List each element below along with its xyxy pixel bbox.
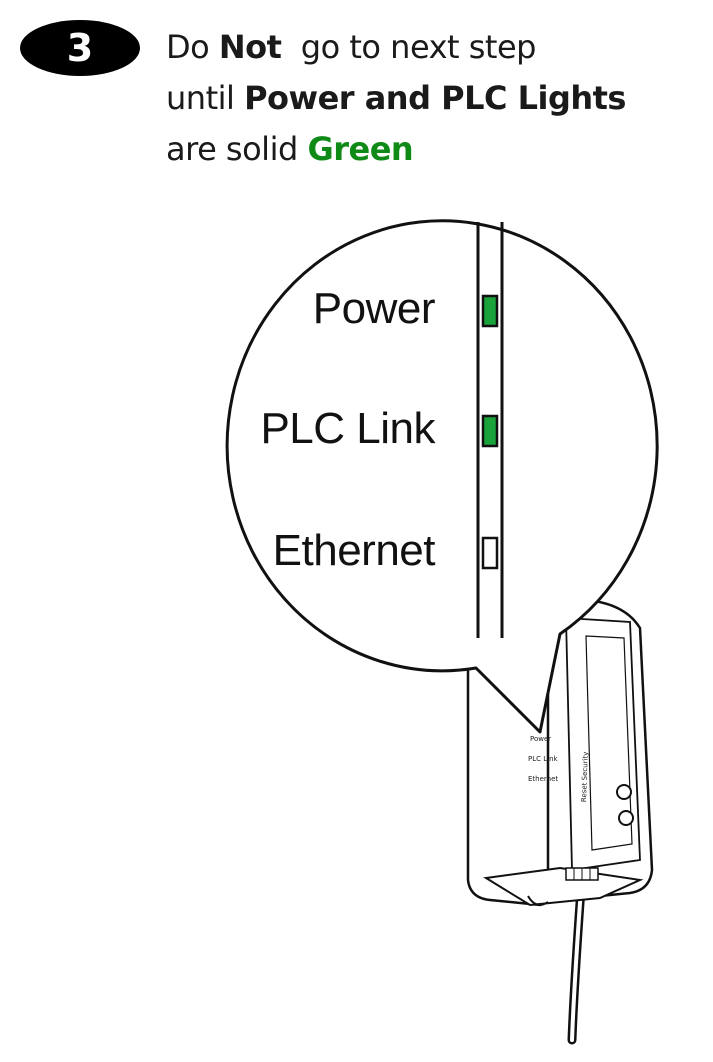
magnifier-callout xyxy=(225,219,659,734)
security-button xyxy=(618,810,634,826)
instruction-line-2: until Power and PLC Lights xyxy=(166,73,706,124)
led-label-power: Power xyxy=(312,284,436,333)
led-label-plc-link: PLC Link xyxy=(260,404,435,453)
step-instruction: Do Not go to next step until Power and P… xyxy=(166,22,706,175)
ethernet-led-indicator xyxy=(481,536,499,570)
device-front-label-plc-link: PLC Link xyxy=(528,755,558,763)
instruction-text: are solid xyxy=(166,130,308,168)
step-number-badge: 3 xyxy=(20,20,140,76)
instruction-text: go to next step xyxy=(281,28,537,66)
device-front-label-ethernet: Ethernet xyxy=(528,775,559,783)
device-front-label-power: Power xyxy=(530,735,552,743)
step-number: 3 xyxy=(66,26,94,70)
adapter-side-panel xyxy=(546,598,654,902)
instruction-green-word: Green xyxy=(307,130,414,168)
instruction-line-3: are solid Green xyxy=(166,124,706,175)
led-label-ethernet: Ethernet xyxy=(272,526,436,575)
instruction-line-1: Do Not go to next step xyxy=(166,22,706,73)
power-led-indicator xyxy=(481,294,499,328)
instruction-emphasis: Not xyxy=(218,28,282,66)
adapter-bottom xyxy=(483,866,644,907)
instruction-text: until xyxy=(166,79,245,117)
plc-link-led-indicator xyxy=(481,414,499,448)
reset-button xyxy=(616,784,632,800)
instruction-emphasis: Power and PLC Lights xyxy=(244,79,626,117)
instruction-text: Do xyxy=(166,28,219,66)
